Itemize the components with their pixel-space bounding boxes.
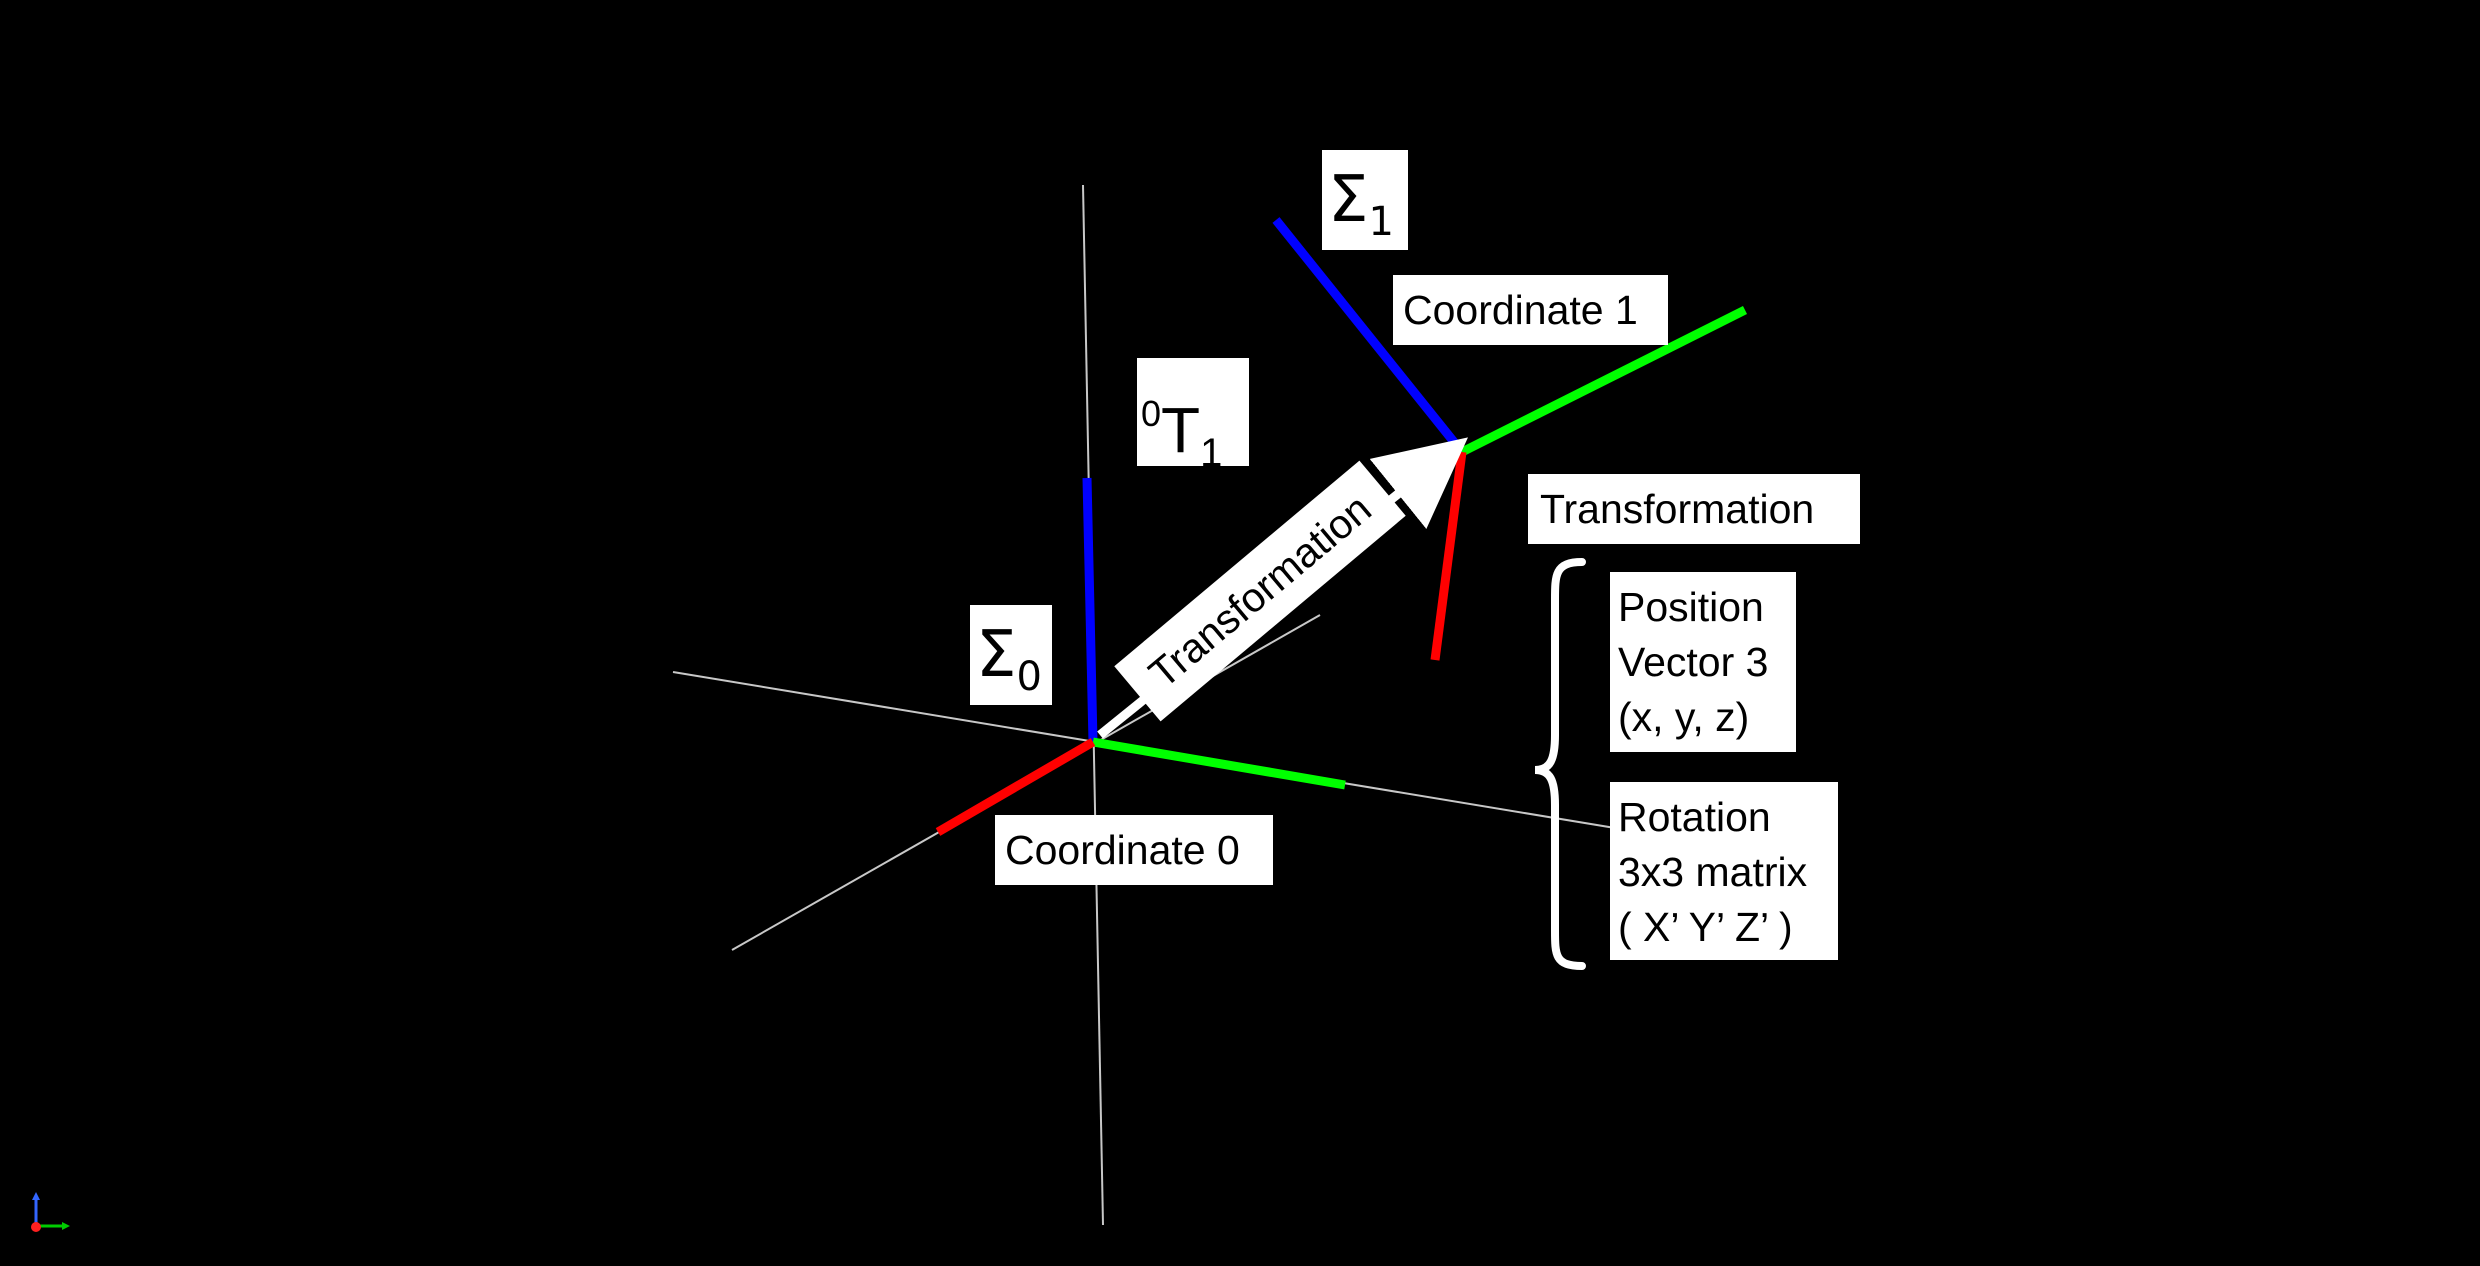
frame0-sigma: Σ bbox=[976, 618, 1017, 692]
frame1-y-axis bbox=[1459, 305, 1748, 457]
rotation-line-3: ( X’ Y’ Z’ ) bbox=[1618, 904, 1793, 950]
position-line-2: Vector 3 bbox=[1618, 639, 1769, 685]
frame1-subscript: 1 bbox=[1368, 199, 1394, 245]
transform-letter: T bbox=[1161, 394, 1201, 466]
position-line-3: (x, y, z) bbox=[1618, 694, 1750, 740]
frame0-y-axis bbox=[1092, 737, 1346, 790]
frame1-x-axis bbox=[1430, 451, 1467, 661]
rotation-box: Rotation 3x3 matrix ( X’ Y’ Z’ ) bbox=[1610, 782, 1838, 960]
component-brace bbox=[1534, 558, 1586, 970]
xyz-axes-triad-icon bbox=[31, 1192, 70, 1232]
frame1-sigma: Σ bbox=[1328, 163, 1369, 237]
frame0-z-axis bbox=[1082, 477, 1098, 743]
position-box: Position Vector 3 (x, y, z) bbox=[1610, 572, 1796, 752]
transform-subscript: 1 bbox=[1200, 431, 1223, 475]
frame0-x-axis bbox=[935, 738, 1096, 836]
frame0-symbol: Σ0 bbox=[970, 605, 1052, 705]
frame0-subscript: 0 bbox=[1016, 654, 1042, 700]
transform-symbol: 0T1 bbox=[1137, 358, 1249, 475]
rotation-line-1: Rotation bbox=[1618, 794, 1771, 840]
frame0-label: Coordinate 0 bbox=[995, 815, 1273, 885]
frame1-z-axis bbox=[1272, 217, 1466, 455]
frame1-symbol: Σ1 bbox=[1322, 150, 1408, 250]
rotation-line-2: 3x3 matrix bbox=[1618, 849, 1808, 895]
transformation-title: Transformation bbox=[1528, 474, 1860, 544]
position-line-1: Position bbox=[1618, 584, 1764, 630]
transform-superscript: 0 bbox=[1141, 393, 1162, 434]
frame1-label: Coordinate 1 bbox=[1393, 275, 1668, 345]
